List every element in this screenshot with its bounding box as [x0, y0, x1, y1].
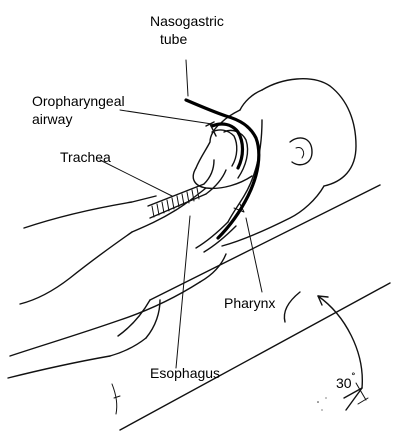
label-nasogastric-line2: tube: [160, 31, 187, 47]
diagram-labels: Nasogastric tube Oropharyngeal airway Tr…: [32, 13, 356, 391]
label-nasogastric-line1: Nasogastric: [150, 13, 224, 29]
patient-body: [8, 79, 356, 414]
scan-speckles: [317, 397, 326, 410]
label-angle: 30˚: [336, 371, 356, 391]
label-oropharyngeal-line2: airway: [32, 111, 72, 127]
label-angle-value: 30: [336, 375, 352, 391]
label-esophagus: Esophagus: [150, 365, 220, 381]
label-angle-degree: ˚: [352, 371, 356, 385]
label-oropharyngeal-line1: Oropharyngeal: [32, 93, 125, 109]
label-trachea: Trachea: [60, 149, 111, 165]
label-pharynx: Pharynx: [224, 295, 275, 311]
angle-indicator: [318, 296, 368, 410]
oropharyngeal-airway: [206, 122, 243, 168]
anatomy-internal: [148, 120, 262, 252]
